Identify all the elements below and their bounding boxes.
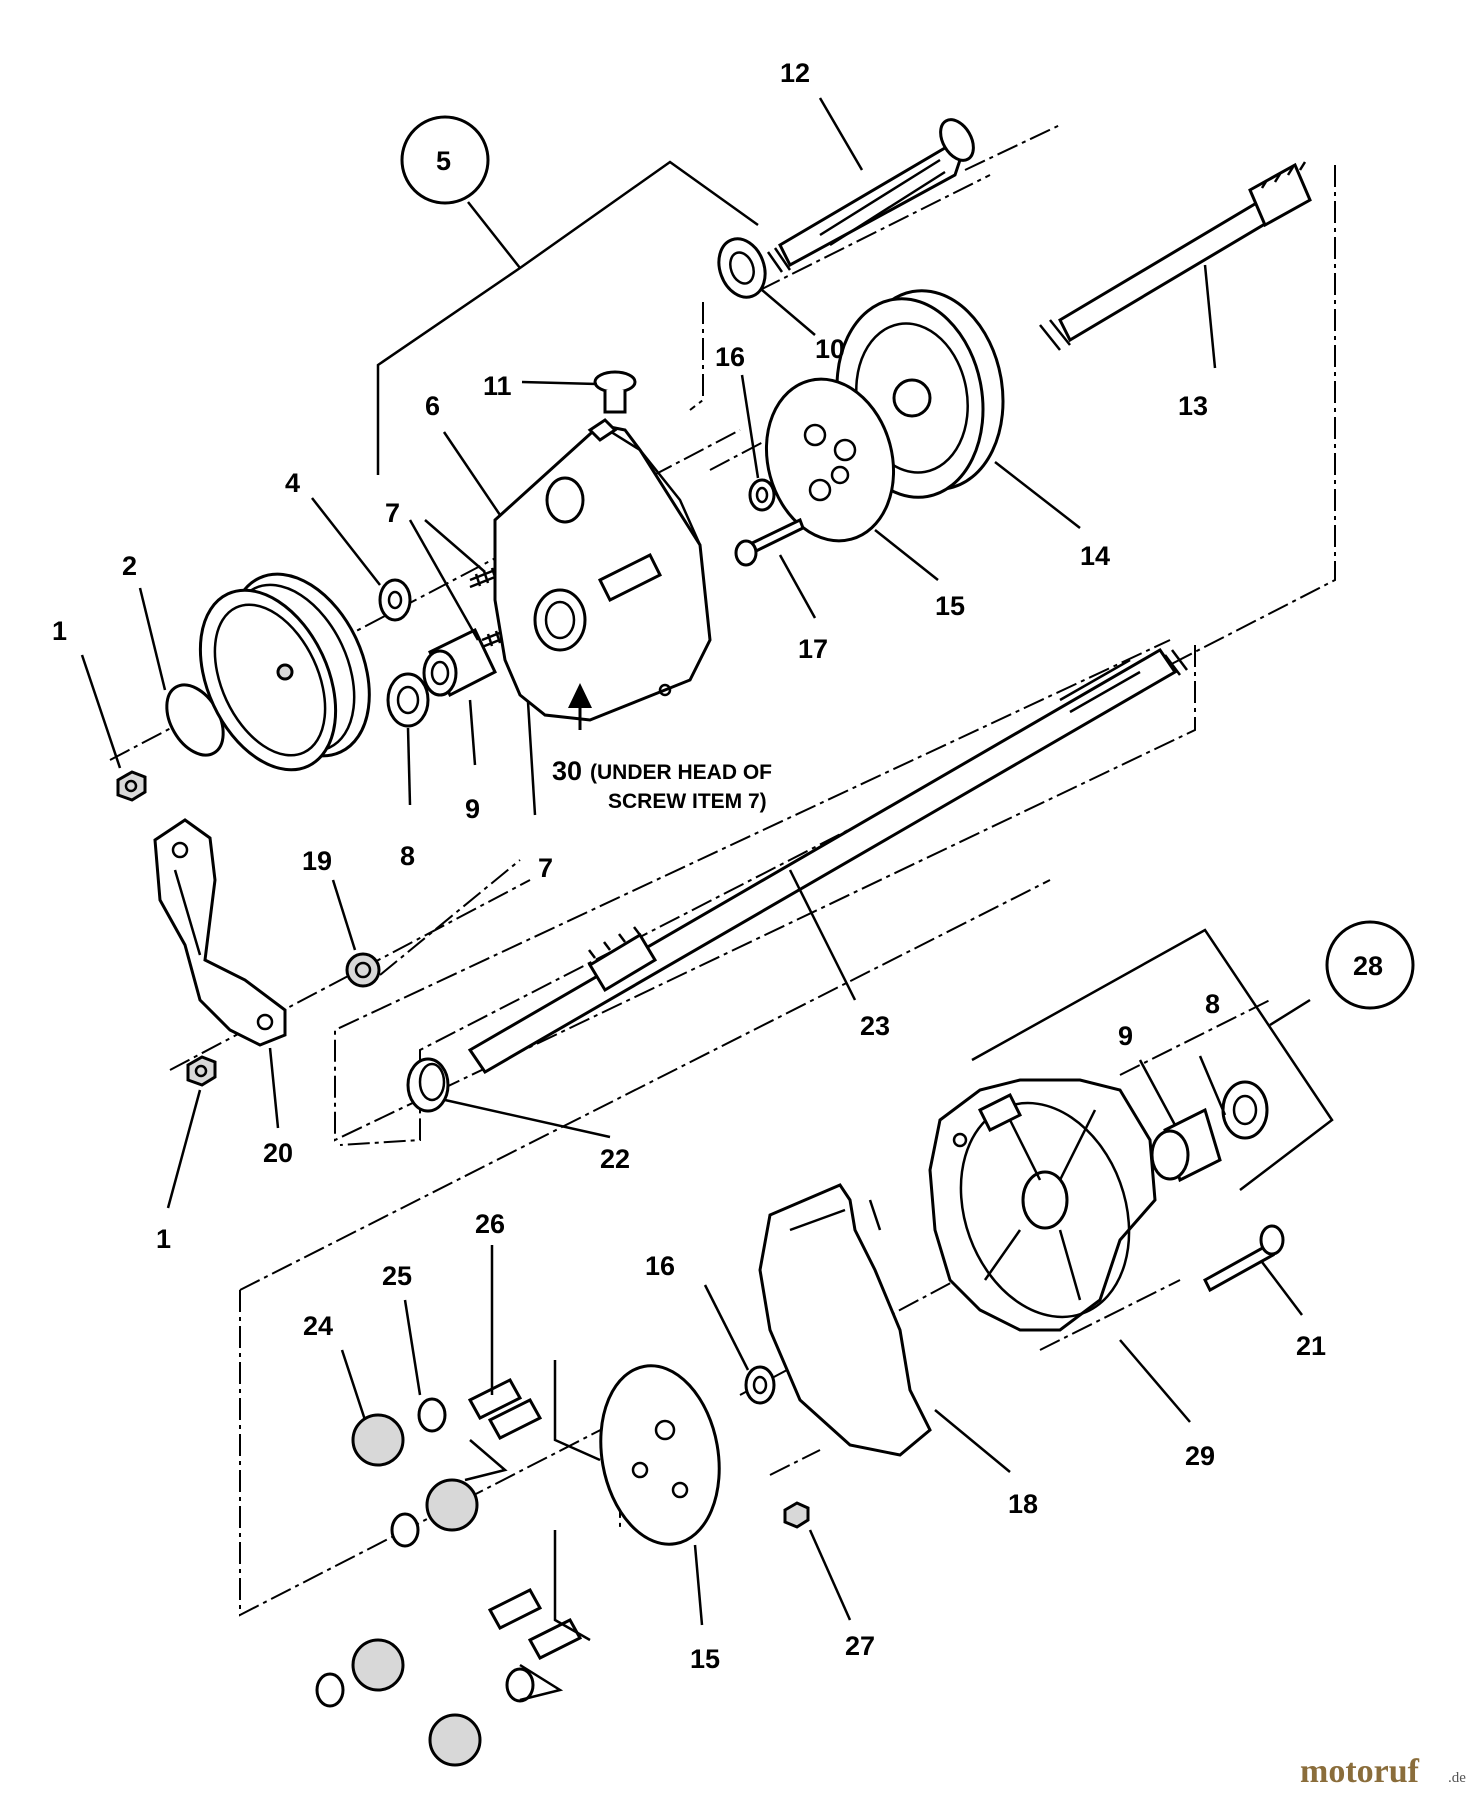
callout-8-upper: 8 xyxy=(400,841,415,871)
pulley xyxy=(198,572,371,772)
callout-15-lower: 15 xyxy=(690,1644,720,1674)
watermark-suffix: .de xyxy=(1448,1770,1466,1786)
gear-group-brackets xyxy=(464,1360,601,1702)
callout-9-upper: 9 xyxy=(465,794,480,824)
callout-circle-28 xyxy=(1325,920,1415,1010)
callout-6: 6 xyxy=(425,391,440,421)
callout-2: 2 xyxy=(122,551,137,581)
spacer-9-top xyxy=(422,627,497,698)
plug-cap-11 xyxy=(593,370,637,414)
leader-lines xyxy=(80,97,1303,1626)
callout-1-top: 1 xyxy=(52,616,67,646)
callout-5: 5 xyxy=(436,146,451,176)
note-30: 30 (UNDER HEAD OF SCREW ITEM 7) xyxy=(552,756,772,813)
callout-13: 13 xyxy=(1178,391,1208,421)
callout-18: 18 xyxy=(1008,1489,1038,1519)
callout-4: 4 xyxy=(285,468,300,498)
splined-shaft-12 xyxy=(766,118,975,273)
callout-14: 14 xyxy=(1080,541,1110,571)
callout-11: 11 xyxy=(483,371,512,401)
callout-17: 17 xyxy=(798,634,828,664)
washers-25 xyxy=(315,1397,535,1708)
callout-26: 26 xyxy=(475,1209,505,1239)
bearing-8-lower xyxy=(1221,1080,1269,1140)
note-30-number: 30 xyxy=(552,756,582,786)
callout-15-upper: 15 xyxy=(935,591,965,621)
arrow-up-icon xyxy=(568,683,592,708)
bracket-arm-20 xyxy=(153,818,287,1047)
hex-nut-top xyxy=(116,770,147,802)
callout-16-upper: 16 xyxy=(715,342,745,372)
callout-23: 23 xyxy=(860,1011,890,1041)
washer-16-lower xyxy=(744,1365,776,1405)
pinion-gears-24 xyxy=(351,1413,482,1767)
note-30-line1: (UNDER HEAD OF xyxy=(590,761,772,784)
housing-cover-6 xyxy=(493,418,712,722)
housing-29 xyxy=(928,1078,1157,1332)
bolt-21 xyxy=(1203,1224,1285,1293)
spacer-9-lower xyxy=(1150,1107,1222,1183)
callout-labels: 1 2 4 5 6 7 7 8 9 10 11 12 13 14 15 16 1… xyxy=(52,58,1383,1674)
callout-24: 24 xyxy=(303,1311,333,1341)
hex-nut-lower xyxy=(186,1055,217,1087)
callout-8-lower: 8 xyxy=(1205,989,1220,1019)
axle-shaft-23 xyxy=(467,648,1188,1074)
callout-7-upper: 7 xyxy=(385,498,400,528)
callout-1-lower: 1 xyxy=(156,1224,171,1254)
carrier-plate-15-top xyxy=(764,377,896,543)
callout-22: 22 xyxy=(600,1144,630,1174)
callout-12: 12 xyxy=(780,58,810,88)
bolt-17 xyxy=(734,517,805,567)
callout-21: 21 xyxy=(1296,1331,1326,1361)
callout-25: 25 xyxy=(382,1261,412,1291)
pins-26 xyxy=(467,1378,583,1660)
callout-29: 29 xyxy=(1185,1441,1215,1471)
washer-16-top xyxy=(748,478,776,512)
nut-27 xyxy=(783,1501,810,1529)
carrier-plate-15-lower xyxy=(599,1364,721,1546)
bearing-10 xyxy=(717,237,767,299)
washer-4 xyxy=(378,578,412,622)
note-30-line2: SCREW ITEM 7) xyxy=(608,790,767,813)
callout-16-lower: 16 xyxy=(645,1251,675,1281)
callout-27: 27 xyxy=(845,1631,875,1661)
callout-circle-5 xyxy=(400,115,490,205)
watermark-name: motoruf xyxy=(1300,1753,1420,1790)
callout-10: 10 xyxy=(815,334,845,364)
callout-28: 28 xyxy=(1353,951,1383,981)
bearing-8-top xyxy=(386,672,430,728)
gasket-18 xyxy=(758,1183,932,1457)
watermark-logo: motoruf .de xyxy=(1300,1753,1466,1790)
callout-20: 20 xyxy=(263,1138,293,1168)
callout-7-lower: 7 xyxy=(538,853,553,883)
callout-9-lower: 9 xyxy=(1118,1021,1133,1051)
callout-19: 19 xyxy=(302,846,332,876)
lock-washer-19 xyxy=(345,952,381,988)
assembly-guide-lines xyxy=(109,124,1336,1617)
bushing-22 xyxy=(406,1057,450,1113)
pinion-shaft-13 xyxy=(1039,161,1312,351)
